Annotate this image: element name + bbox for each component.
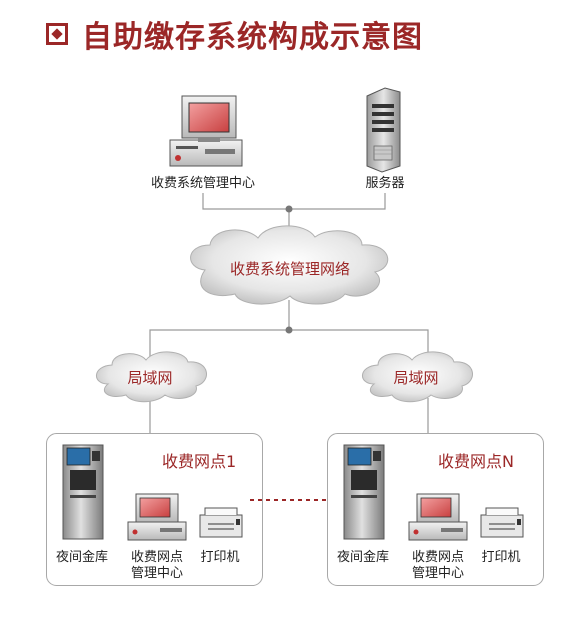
right-printer-label: 打印机: [481, 550, 521, 565]
lan-right-label: 局域网: [393, 369, 439, 387]
left-vault-label: 夜间金库: [55, 550, 108, 565]
branch-connector: [149, 329, 429, 358]
right-vault-icon: [343, 444, 385, 540]
left-terminal-icon: [127, 493, 187, 541]
left-printer-icon: [199, 507, 243, 538]
junction-bottom: [285, 326, 293, 334]
lan-left-label: 局域网: [127, 369, 173, 387]
right-terminal-icon: [408, 493, 468, 541]
left-printer-label: 打印机: [200, 550, 240, 565]
right-printer-icon: [480, 507, 524, 538]
right-terminal-label-line2: 管理中心: [411, 566, 464, 581]
billing-center-computer-icon: [169, 95, 243, 167]
site-1-title: 收费网点1: [162, 452, 237, 471]
right-terminal-label-line1: 收费网点: [411, 550, 464, 565]
server-label: 服务器: [365, 176, 405, 191]
title-bullet-icon: [46, 23, 68, 45]
left-lan-cloud: [96, 351, 207, 403]
title-text: 自助缴存系统构成示意图: [82, 20, 423, 55]
server-icon: [366, 87, 401, 173]
left-terminal-label-line2: 管理中心: [130, 566, 183, 581]
right-vault-label: 夜间金库: [336, 550, 389, 565]
right-lan-cloud: [362, 351, 473, 403]
top-connector: [202, 193, 386, 210]
billing-center-label: 收费系统管理中心: [150, 176, 255, 191]
network-cloud: [190, 225, 389, 305]
network-label: 收费系统管理网络: [229, 260, 350, 278]
left-vault-icon: [62, 444, 104, 540]
site-n-title: 收费网点N: [438, 452, 514, 471]
junction-top: [285, 205, 293, 213]
page-title: 自助缴存系统构成示意图: [46, 14, 423, 55]
left-terminal-label-line1: 收费网点: [130, 550, 183, 565]
